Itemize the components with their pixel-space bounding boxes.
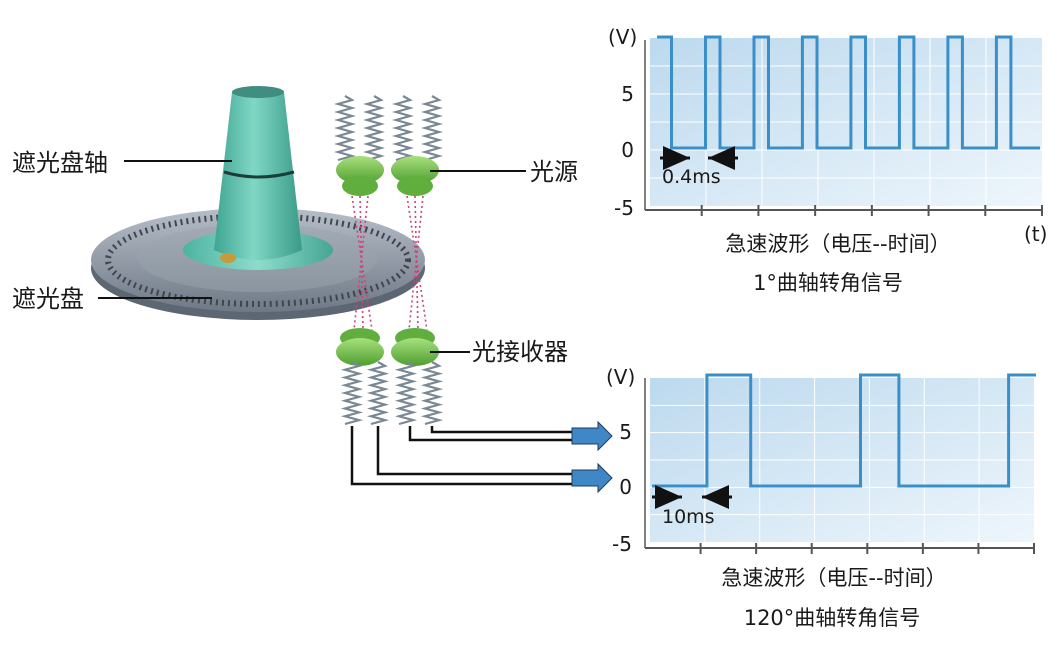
chart-2-ytick-neg5: -5: [612, 532, 632, 556]
source-spring-4: [420, 95, 444, 162]
receiver-springs: [340, 361, 444, 426]
receiver-label: 光接收器: [472, 338, 568, 366]
light-source-springs: [333, 95, 444, 162]
light-source-label: 光源: [530, 158, 578, 186]
chart-2-ylabel: (V): [606, 365, 635, 389]
shaft-label: 遮光盘轴: [12, 149, 108, 177]
receiver-spring-4: [420, 361, 444, 426]
chart-1-signal: [657, 35, 1040, 150]
disc-label: 遮光盘: [12, 285, 84, 313]
light-source-lenses: [336, 156, 439, 196]
chart-1-ylabel: (V): [608, 25, 637, 49]
chart-1-caption: 1°曲轴转角信号: [753, 271, 903, 295]
chart-1deg: (V) 5 0 -5 (t) 0.4ms 急速波形（电压--时间） 1°曲轴转角…: [608, 25, 1047, 295]
chart-1-xlabel: (t): [1024, 222, 1047, 246]
receiver-spring-3: [394, 361, 418, 426]
chart-2-caption: 120°曲轴转角信号: [744, 606, 921, 630]
source-spring-2: [362, 95, 386, 162]
chart-2-period-label: 10ms: [662, 506, 715, 528]
chart-2-ytick-5: 5: [619, 420, 632, 444]
source-spring-1: [333, 95, 357, 162]
light-beams: [351, 195, 428, 331]
chart-120deg: (V) 5 0 -5 10ms 急速波形（电压--时间） 120°曲轴转角信号: [606, 365, 1036, 630]
chart-2-title: 急速波形（电压--时间）: [721, 566, 946, 590]
signal-wire-lower: [350, 426, 613, 494]
chart-2-ytick-0: 0: [619, 475, 632, 499]
receiver-lenses: [336, 328, 439, 366]
chart-1-period-marker: 0.4ms: [660, 146, 738, 188]
signal-wire-upper: [408, 420, 613, 452]
light-source-label-group: 光源: [430, 158, 578, 186]
chart-1-title: 急速波形（电压--时间）: [725, 232, 950, 256]
chart-1-ytick-0: 0: [621, 138, 634, 162]
receiver-spring-2: [366, 361, 390, 426]
chart-1-ytick-5: 5: [621, 82, 634, 106]
chart-1-period-label: 0.4ms: [662, 166, 721, 188]
disc-label-group: 遮光盘: [12, 285, 212, 313]
chart-2-signal: [652, 373, 1036, 488]
chart-2-period-marker: 10ms: [652, 485, 732, 528]
source-spring-3: [391, 95, 415, 162]
shaft-label-group: 遮光盘轴: [12, 149, 232, 177]
shutter-shaft: [183, 86, 333, 270]
receiver-spring-1: [340, 361, 364, 426]
receiver-label-group: 光接收器: [430, 338, 568, 366]
chart-1-ytick-neg5: -5: [614, 196, 634, 220]
